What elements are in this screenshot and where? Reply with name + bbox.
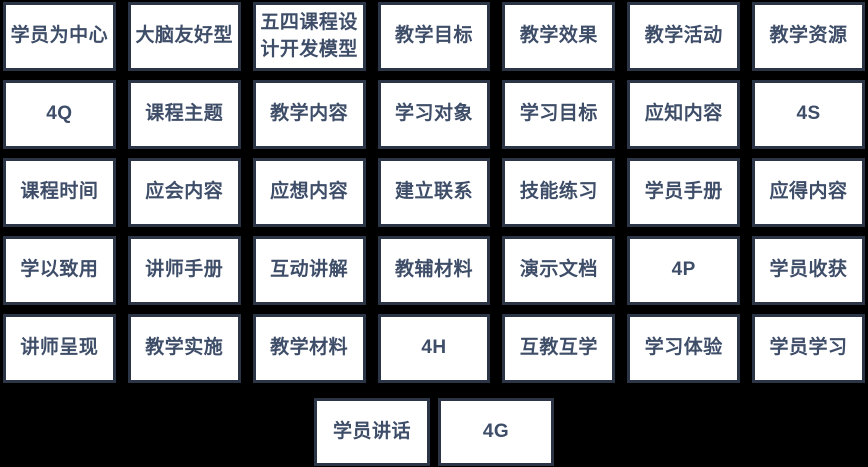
card[interactable]: 教学实施 (127, 314, 241, 383)
card[interactable]: 课程时间 (3, 158, 116, 227)
card[interactable]: 应得内容 (752, 158, 865, 227)
card[interactable]: 教辅材料 (377, 236, 491, 305)
card[interactable]: 教学资源 (752, 2, 865, 71)
card[interactable]: 教学活动 (627, 2, 741, 71)
card[interactable]: 教学目标 (377, 2, 491, 71)
card[interactable]: 4P (627, 236, 741, 305)
card[interactable]: 互动讲解 (252, 236, 366, 305)
card[interactable]: 大脑友好型 (127, 2, 241, 71)
card[interactable]: 学以致用 (3, 236, 116, 305)
card[interactable]: 学习体验 (627, 314, 741, 383)
card[interactable]: 4Q (3, 80, 116, 149)
card[interactable]: 五四课程设计开发模型 (252, 2, 366, 71)
card[interactable]: 演示文档 (502, 236, 616, 305)
card-tray: 学员讲话 4G (0, 398, 868, 466)
card[interactable]: 讲师呈现 (3, 314, 116, 383)
card[interactable]: 互教互学 (502, 314, 616, 383)
card[interactable]: 教学材料 (252, 314, 366, 383)
card[interactable]: 技能练习 (502, 158, 616, 227)
card[interactable]: 学员手册 (627, 158, 741, 227)
card[interactable]: 课程主题 (127, 80, 241, 149)
card[interactable]: 学习对象 (377, 80, 491, 149)
card[interactable]: 教学内容 (252, 80, 366, 149)
card[interactable]: 学员学习 (752, 314, 865, 383)
card[interactable]: 学员讲话 (314, 398, 430, 466)
card[interactable]: 4S (752, 80, 865, 149)
card[interactable]: 应会内容 (127, 158, 241, 227)
card[interactable]: 学员收获 (752, 236, 865, 305)
card[interactable]: 应想内容 (252, 158, 366, 227)
card[interactable]: 学习目标 (502, 80, 616, 149)
card[interactable]: 4G (438, 398, 554, 466)
card[interactable]: 应知内容 (627, 80, 741, 149)
card[interactable]: 学员为中心 (3, 2, 116, 71)
card[interactable]: 教学效果 (502, 2, 616, 71)
card[interactable]: 4H (377, 314, 491, 383)
card-grid: 学员为中心 大脑友好型 五四课程设计开发模型 教学目标 教学效果 教学活动 教学… (3, 2, 865, 383)
card[interactable]: 讲师手册 (127, 236, 241, 305)
card[interactable]: 建立联系 (377, 158, 491, 227)
